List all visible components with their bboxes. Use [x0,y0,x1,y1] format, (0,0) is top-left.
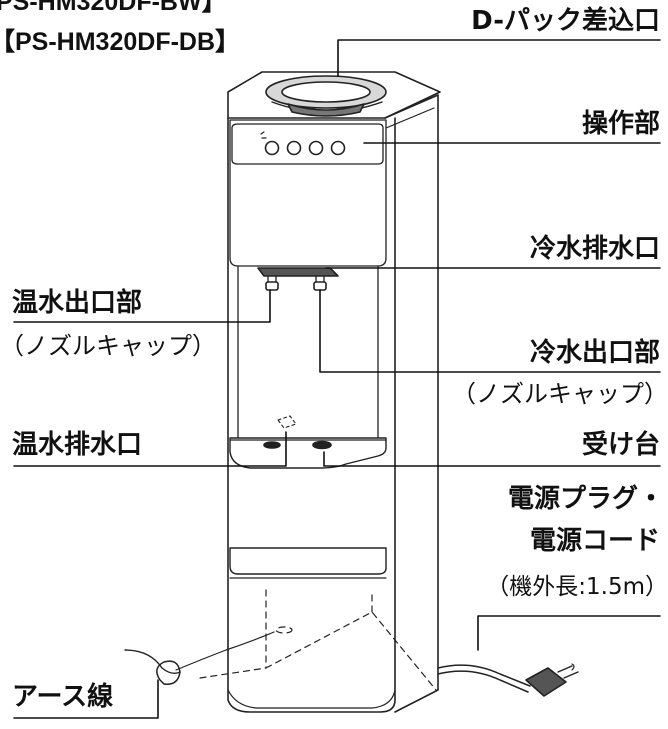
control-buttons [260,131,346,156]
label-hot-drain: 温水排水口 [12,430,143,460]
label-earth-wire: アース線 [12,682,114,712]
label-hot-outlet: 温水出口部 [12,288,143,318]
label-hot-outlet-note: （ノズルキャップ） [0,332,216,360]
earth-wire [124,631,275,685]
label-power-note: （機外長:1.5m） [486,574,668,600]
label-control-panel: 操作部 [581,109,660,139]
label-power-cord: 電源コード [529,526,660,556]
label-cold-outlet: 冷水出口部 [529,338,660,368]
label-power-plug: 電源プラグ・ [507,484,664,514]
model-number-1: PS-HM320DF-BW】 [0,0,227,16]
label-tray: 受け台 [581,430,660,460]
nozzles [265,275,327,291]
label-cold-drain: 冷水排水口 [529,234,660,264]
label-dpack-port: D-パック差込口 [471,6,660,36]
leader-lines [13,39,661,719]
server-cabinet [227,71,441,713]
hidden-cord [199,589,437,691]
tray-openings [263,415,332,450]
power-cord [437,663,579,697]
model-number-2: 【PS-HM320DF-DB】 [0,28,241,56]
label-cold-outlet-note: （ノズルキャップ） [452,380,668,408]
dpack-port [265,75,387,117]
